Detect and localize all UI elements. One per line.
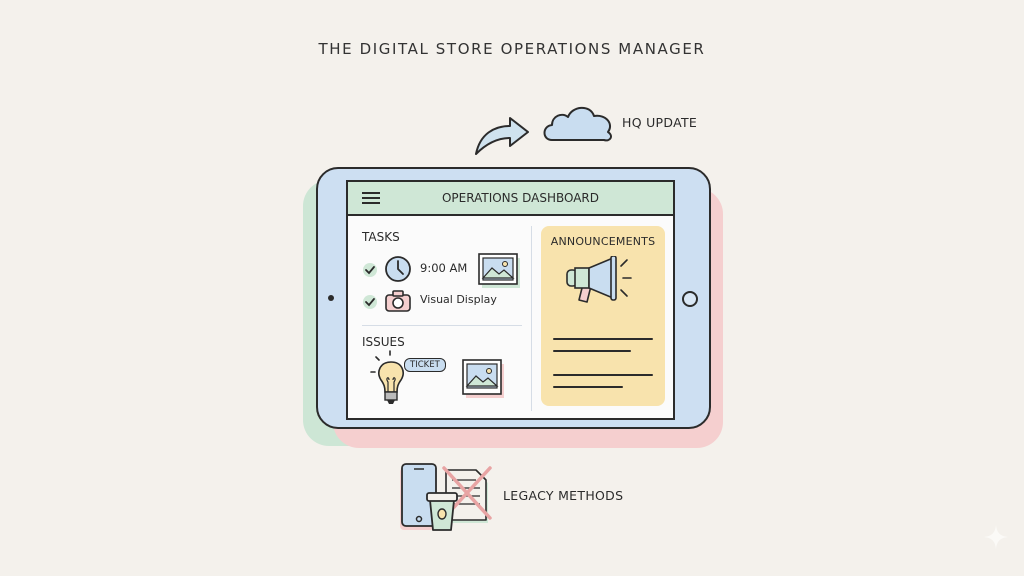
announcement-text-line [553, 374, 653, 376]
cloud-icon [543, 106, 612, 142]
megaphone-icon [566, 256, 632, 303]
pane-divider [531, 226, 532, 411]
hq-update-label: HQ UPDATE [622, 115, 698, 130]
tasks-label: TASKS [362, 230, 400, 244]
legacy-methods-illustration [400, 463, 492, 531]
announcements-panel[interactable]: ANNOUNCEMENTS [541, 226, 665, 406]
announcement-text-line [553, 350, 631, 352]
dashboard-screen: OPERATIONS DASHBOARD TASKS 9:00 AM Visua… [346, 180, 675, 420]
curved-arrow-icon [475, 117, 529, 155]
image-icon[interactable] [462, 358, 506, 400]
sparkle-icon [984, 525, 1008, 549]
legacy-methods-label: LEGACY METHODS [503, 488, 624, 503]
dashboard-header: OPERATIONS DASHBOARD [348, 182, 673, 216]
announcement-text-line [553, 386, 623, 388]
camera-icon [385, 290, 411, 312]
home-button[interactable] [682, 291, 698, 307]
coffee-cup-icon [426, 492, 458, 531]
ticket-badge[interactable]: TICKET [404, 358, 446, 372]
announcement-text-line [553, 338, 653, 340]
hamburger-menu-icon[interactable] [362, 192, 380, 204]
check-icon [363, 263, 377, 277]
clock-icon [385, 256, 411, 282]
issues-label: ISSUES [362, 335, 405, 349]
task-time-text: 9:00 AM [420, 261, 468, 275]
announcements-label: ANNOUNCEMENTS [550, 235, 656, 248]
image-icon[interactable] [478, 252, 522, 290]
dashboard-title: OPERATIONS DASHBOARD [441, 191, 600, 205]
task-visual-text: Visual Display [420, 293, 497, 306]
page-title: THE DIGITAL STORE OPERATIONS MANAGER [318, 40, 706, 58]
lightbulb-icon [370, 350, 404, 404]
camera-dot [328, 295, 334, 301]
section-divider [362, 325, 522, 326]
check-icon [363, 295, 377, 309]
